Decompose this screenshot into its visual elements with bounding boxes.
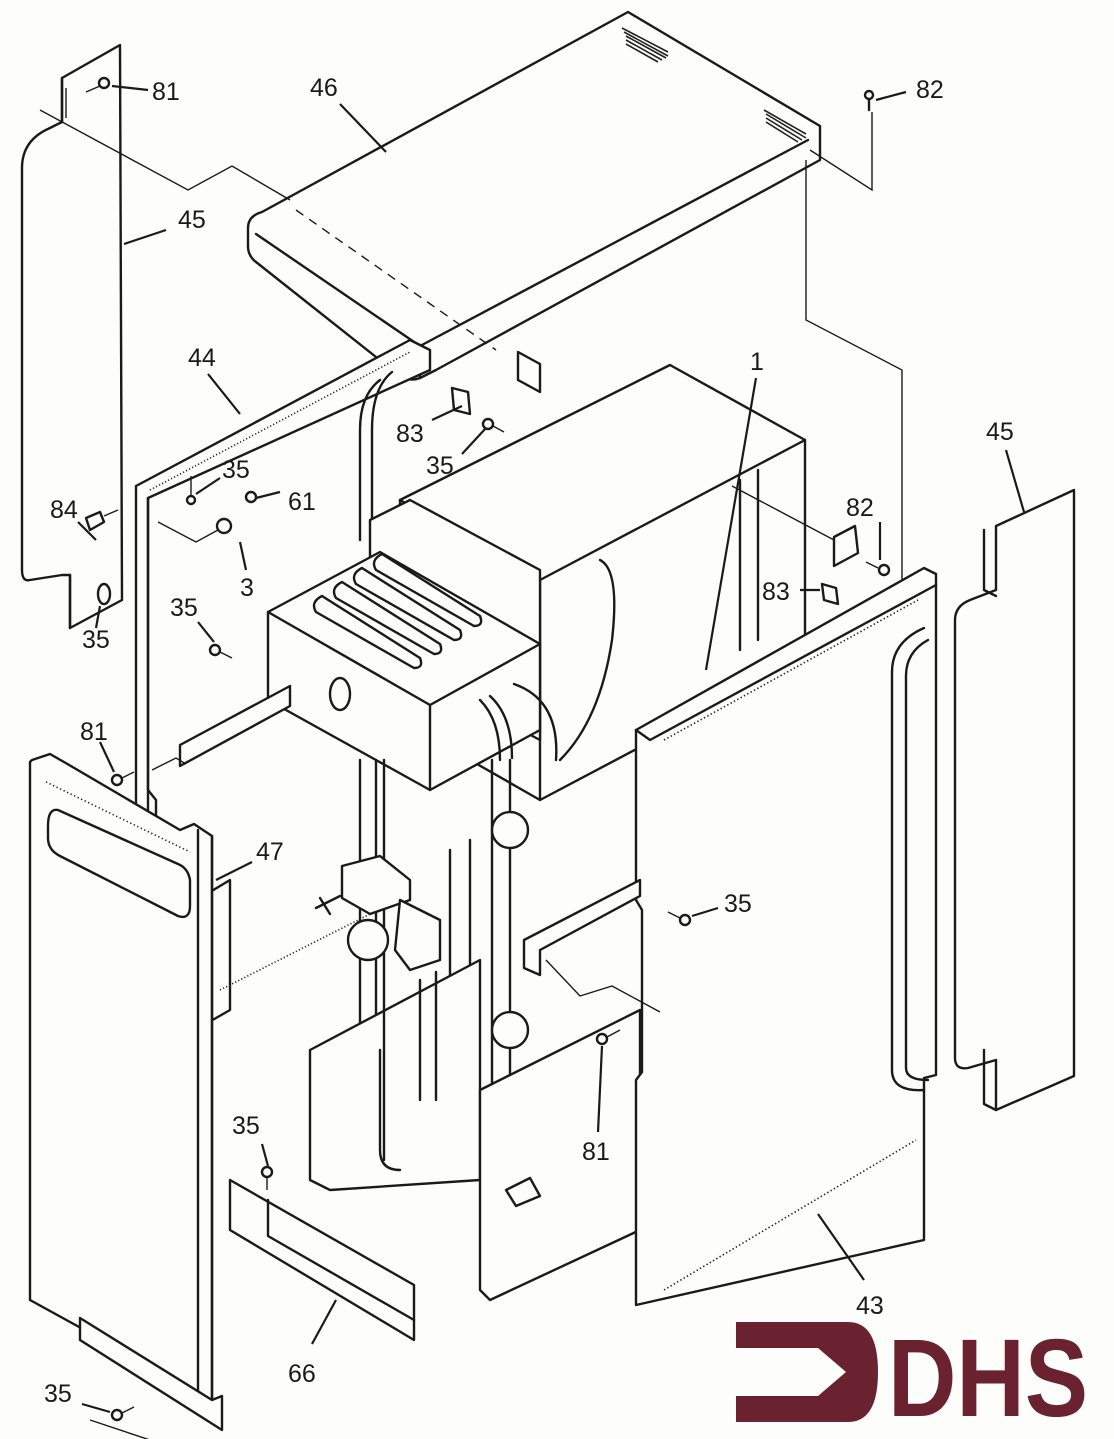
bracket-parts	[178, 350, 860, 977]
control-box	[266, 550, 616, 792]
logo-text: DHS	[888, 1318, 1088, 1426]
gas-valve	[314, 854, 442, 1102]
clip-82b-icon	[96, 582, 112, 606]
bracket-right-upper	[832, 524, 860, 568]
bracket-left	[178, 684, 292, 768]
top-vent-front	[763, 109, 807, 143]
callout-82-top: 82	[916, 76, 944, 104]
callout-35-bracket: 35	[232, 1112, 260, 1140]
callout-35-bottom: 35	[44, 1380, 72, 1408]
callout-35-right: 82	[846, 494, 874, 522]
screw-81c-icon	[595, 1029, 621, 1046]
screw-35c-icon	[208, 643, 233, 659]
callout-82-left: 35	[82, 626, 110, 654]
side-panel-43	[634, 566, 938, 1307]
clip-82a-icon	[863, 89, 875, 112]
callout-3: 3	[240, 574, 254, 602]
nut-61-icon	[244, 490, 258, 504]
screw-35e-icon	[667, 911, 692, 927]
callout-81-top: 81	[152, 78, 180, 106]
callout-1: 1	[750, 348, 764, 376]
callouts: 81 46 82 45 44 83 35 1 45 35 61 84 3 35 …	[44, 74, 1026, 1414]
callout-44: 44	[188, 344, 216, 372]
callout-45-left: 45	[178, 206, 206, 234]
screw-35f-icon	[260, 1165, 274, 1190]
callout-35-mid: 35	[170, 594, 198, 622]
assembly-guide-lines	[39, 109, 903, 1439]
callout-46: 46	[310, 74, 338, 102]
callout-47: 47	[256, 838, 284, 866]
callout-84: 84	[50, 496, 78, 524]
clip-83b-icon	[820, 582, 840, 606]
dhs-arrow-logo-icon: DHS	[736, 1318, 1088, 1426]
pclip-3-icon	[215, 517, 233, 535]
callout-83-right: 83	[762, 578, 790, 606]
callout-35-lower-right: 35	[724, 890, 752, 918]
fasteners	[84, 76, 891, 1422]
callout-83-upper: 83	[396, 420, 424, 448]
callout-45-right: 45	[986, 418, 1014, 446]
callout-66: 66	[288, 1360, 316, 1388]
callout-81-lower: 81	[582, 1138, 610, 1166]
screw-81b-icon	[110, 771, 135, 787]
screw-35d-icon	[865, 561, 891, 577]
heat-exchanger-frame	[308, 758, 642, 1302]
top-vent-rear	[621, 27, 669, 63]
front-panel-47	[28, 752, 224, 1432]
screw-35b-icon	[481, 417, 505, 433]
callout-35-left: 35	[222, 456, 250, 484]
callout-61: 61	[288, 488, 316, 516]
dhs-logo: DHS	[728, 1318, 1098, 1426]
stud-84-icon	[84, 509, 119, 532]
screw-81a-icon	[85, 76, 111, 93]
bracket-right	[522, 878, 642, 977]
screw-35a-icon	[185, 476, 197, 506]
base-bracket-66	[228, 1178, 416, 1342]
bracket-top	[516, 350, 542, 394]
callout-35-upper: 35	[426, 452, 454, 480]
side-panel-45-right	[953, 488, 1076, 1112]
screw-35g-icon	[110, 1406, 135, 1422]
callout-81-left: 81	[80, 718, 108, 746]
side-panel-45-left	[20, 43, 124, 630]
top-panel-46	[246, 10, 822, 381]
callout-43: 43	[856, 1292, 884, 1320]
